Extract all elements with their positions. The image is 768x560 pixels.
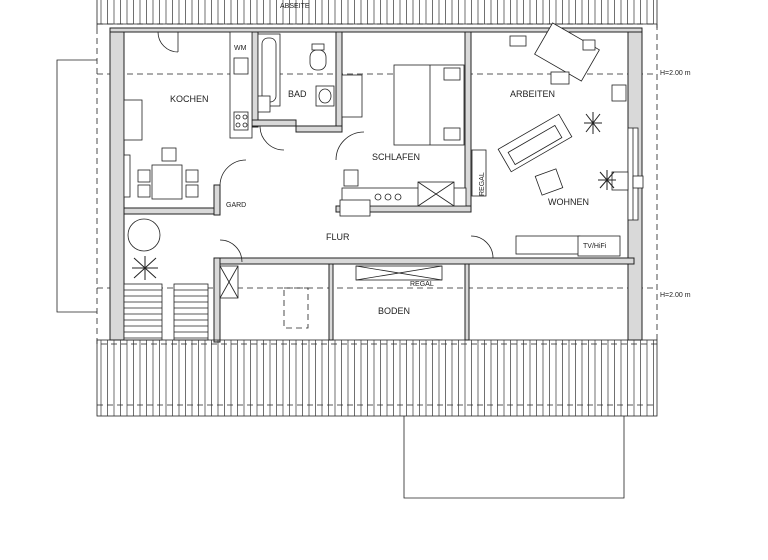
plant-icon: [584, 112, 602, 134]
study-label: ARBEITEN: [510, 89, 555, 99]
shelf-regal: [471, 149, 487, 197]
bed: [393, 64, 465, 146]
regal-boden-label: REGAL: [410, 281, 434, 288]
balcony-outline: [403, 416, 625, 499]
bathroom-label: BAD: [288, 89, 307, 99]
wall-top: [109, 27, 643, 33]
hall-desk: [339, 199, 371, 217]
roof-bottom: [96, 339, 658, 417]
bedroom-chair: [343, 169, 359, 187]
plant-icon: [132, 256, 158, 280]
window-left: [123, 154, 131, 198]
wardrobe-label: GARD: [226, 202, 246, 209]
hall-rug: [283, 287, 309, 329]
tv-cabinet: [515, 235, 581, 255]
living-side-cabinet: [611, 171, 629, 191]
height-label-bottom: H=2.00 m: [660, 292, 691, 299]
kitchen-counter: [229, 31, 253, 139]
dining-table: [137, 147, 199, 200]
hall-round-table: [127, 218, 161, 252]
plant-icon: [598, 170, 616, 190]
sofa: [497, 113, 573, 173]
side-table: [611, 84, 627, 102]
wall-left: [109, 27, 125, 341]
boden-shelf: [355, 265, 443, 281]
wm-label: WM: [234, 45, 247, 52]
bedroom-label: SCHLAFEN: [372, 152, 420, 162]
outer-boundary: [96, 23, 658, 345]
staircase: [123, 265, 239, 341]
left-bracket: [56, 59, 97, 313]
boden-label: BODEN: [378, 306, 410, 316]
armchair: [534, 168, 564, 196]
kitchen-label: KOCHEN: [170, 94, 209, 104]
tv-unit: [577, 235, 621, 257]
bathroom-fixtures: [257, 43, 335, 113]
bathtub: [257, 33, 281, 107]
regal-vertical-label: REGAL: [479, 172, 486, 196]
abseite-label: ABSEITE: [280, 3, 310, 10]
desk: [509, 22, 600, 85]
kitchen-cabinet-left: [123, 99, 143, 141]
tv-label: TV/HiFi: [583, 243, 607, 250]
hall-label: FLUR: [326, 232, 350, 242]
bedroom-shelf: [341, 181, 467, 207]
bedroom-wardrobe: [341, 74, 363, 118]
living-label: WOHNEN: [548, 197, 589, 207]
height-label-top: H=2.00 m: [660, 70, 691, 77]
doors: [157, 31, 494, 263]
window-right-frame: [632, 175, 644, 189]
